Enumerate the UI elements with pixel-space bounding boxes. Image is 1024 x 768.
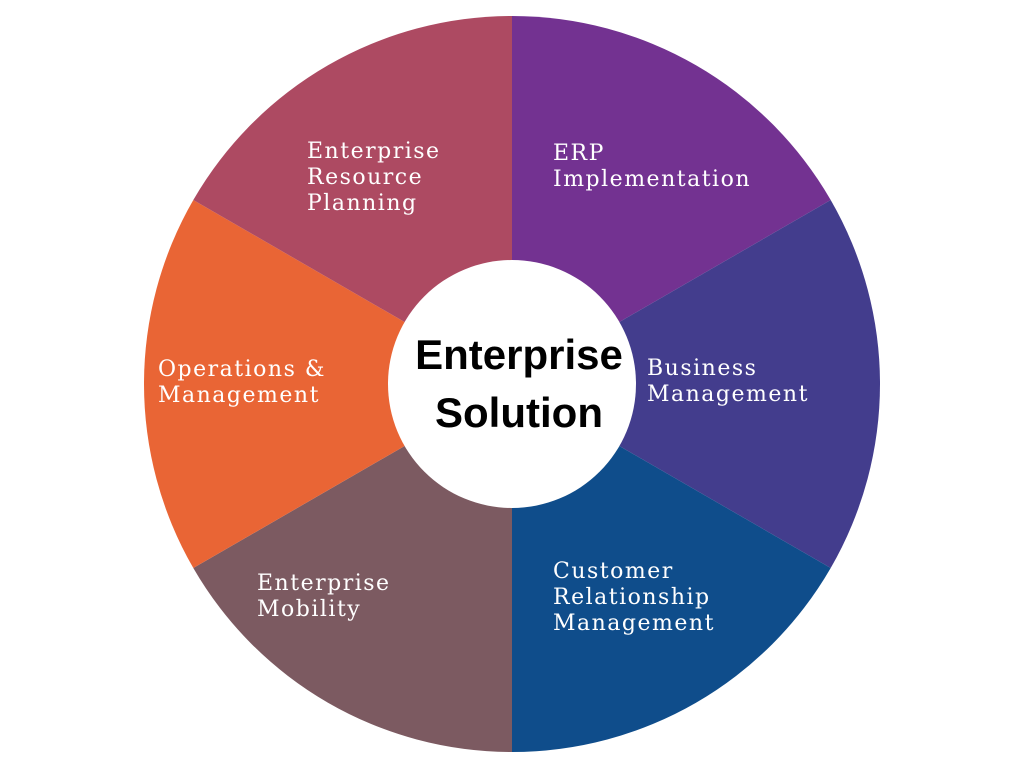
segment-operations-management (143, 200, 512, 568)
label-customer-relationship-management: Customer Relationship Management (553, 559, 715, 636)
center-title: Enterprise Solution (390, 326, 648, 442)
center-title-line2: Solution (435, 389, 603, 436)
segment-business-management (512, 200, 881, 568)
center-title-line1: Enterprise (415, 331, 623, 378)
label-business-management: Business Management (647, 356, 809, 407)
label-operations-management: Operations & Management (158, 357, 326, 408)
label-enterprise-mobility: Enterprise Mobility (257, 571, 391, 622)
label-erp-implementation: ERP Implementation (553, 141, 751, 192)
label-enterprise-resource-planning: Enterprise Resource Planning (307, 139, 441, 216)
center-circle (388, 260, 636, 508)
